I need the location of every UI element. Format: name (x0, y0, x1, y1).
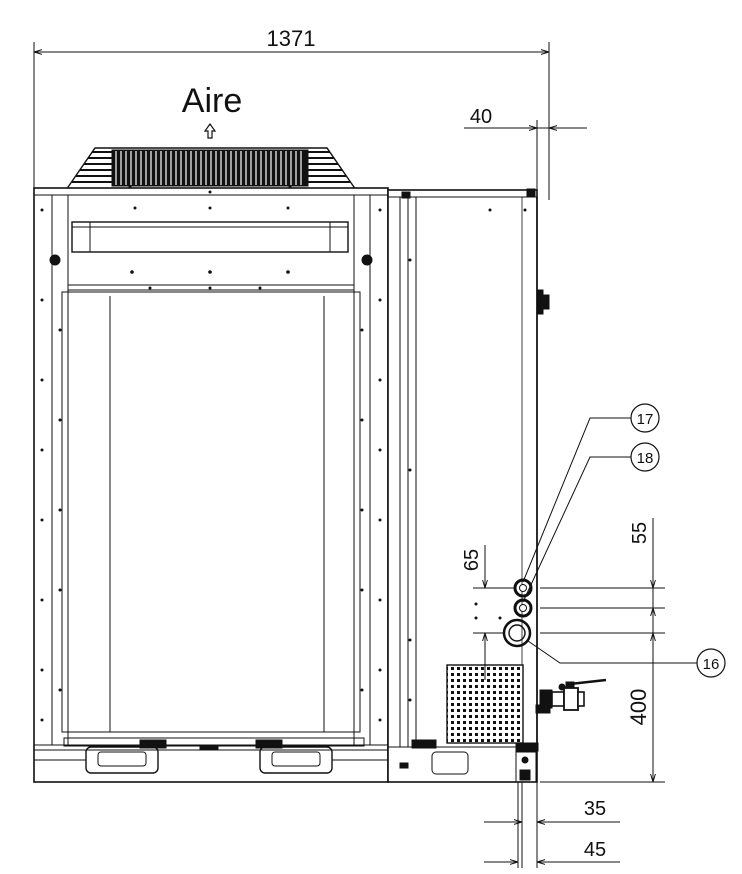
main-cabinet (33, 185, 389, 783)
callout-number-18: 18 (637, 450, 654, 467)
dimension-right-stack (540, 518, 665, 783)
callout-number-16: 16 (703, 656, 720, 673)
lower-height-label: 400 (626, 689, 651, 726)
callout-number-17: 17 (637, 411, 654, 428)
airflow-arrow-icon (203, 122, 217, 139)
bottom-large-label: 45 (584, 839, 606, 861)
dimension-top-offset (464, 120, 587, 200)
side-panel (387, 188, 550, 783)
dimension-bottom (484, 782, 620, 868)
callout-circle-18 (630, 442, 660, 472)
left-spacing-label: 65 (461, 549, 483, 571)
upper-spacing-label: 55 (629, 522, 651, 544)
callout-leaders (522, 417, 697, 664)
dimension-left-spacing (473, 545, 515, 680)
airflow-label: Aire (182, 82, 242, 120)
callout-circle-16 (696, 648, 726, 678)
bottom-small-label: 35 (584, 798, 606, 820)
ball-valve-icon (535, 678, 607, 714)
fan-grille (64, 147, 358, 191)
pipe-18 (513, 598, 533, 618)
callout-circle-17 (630, 403, 660, 433)
top-offset-label: 40 (470, 106, 492, 128)
overall-width-label: 1371 (267, 26, 316, 51)
